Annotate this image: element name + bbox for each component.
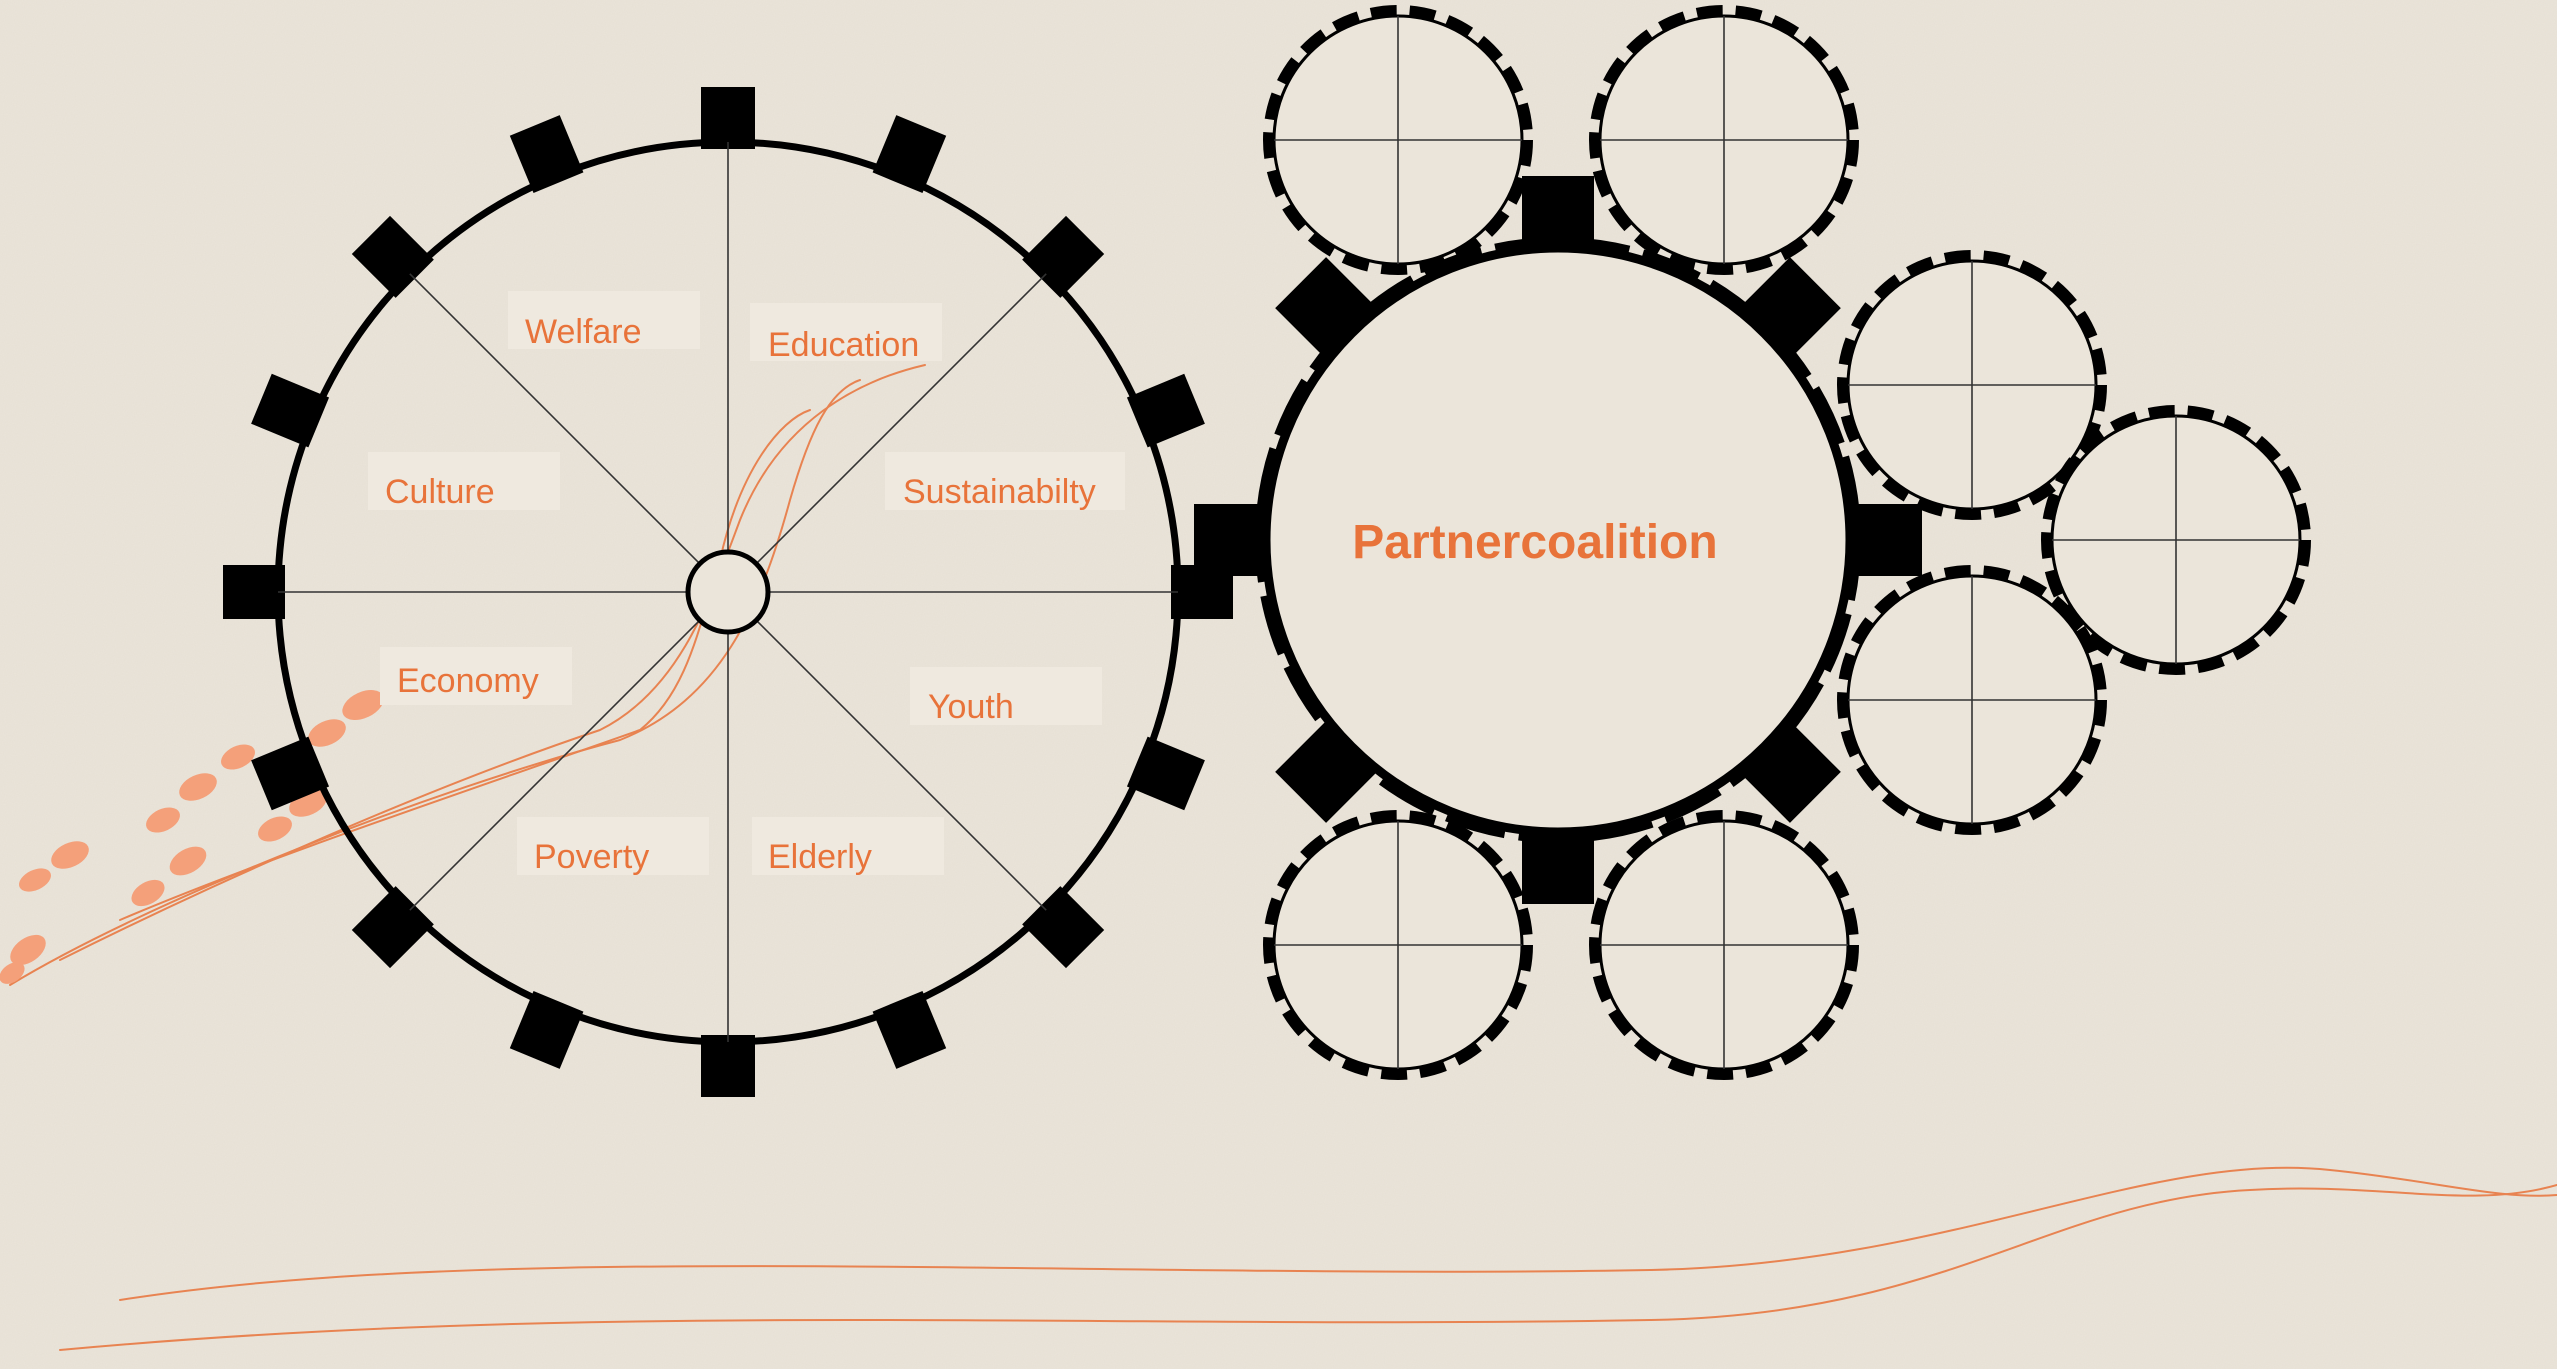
left-strand-2 [119, 409, 811, 921]
footprint-mark [179, 773, 217, 801]
sector-label-box [910, 667, 1102, 725]
left-gear-hub [685, 549, 771, 635]
sector-label-box [517, 817, 709, 875]
center-label: Partnercoalition [1352, 516, 1717, 569]
left-strand-1 [9, 379, 861, 986]
sector-label: Culture [385, 473, 495, 511]
bottom-wave-2 [59, 1184, 2557, 1351]
left-strand-3 [59, 364, 926, 961]
footprint-mark [0, 962, 25, 984]
gear-spoke [755, 619, 1047, 911]
satellite-gear-teeth [1589, 5, 1859, 275]
footprint-trail [0, 689, 384, 984]
gear-tooth [1171, 565, 1233, 619]
gear-spoke [409, 619, 701, 911]
right-gear-rim [1261, 243, 1855, 837]
footprint-mark [342, 689, 384, 721]
satellite-gear [1837, 565, 2107, 835]
footprint-mark [10, 934, 46, 966]
footprint-mark [221, 744, 255, 770]
sector-label-box [380, 647, 572, 705]
sector-label-group: Welfare Education Culture Sustainabilty … [368, 291, 1125, 876]
sector-label: Welfare [525, 313, 642, 351]
footprint-mark [131, 879, 165, 907]
satellite-gear [1837, 250, 2107, 520]
satellite-gear-teeth [1263, 5, 1533, 275]
satellite-gear [1263, 810, 1533, 1080]
satellite-gear [1589, 810, 1859, 1080]
sector-label: Youth [928, 688, 1014, 726]
satellite-gear [1589, 5, 1859, 275]
sector-label: Sustainabilty [903, 473, 1096, 511]
sector-label-box [508, 291, 700, 349]
sector-label: Economy [397, 662, 539, 700]
satellite-gear [1263, 5, 1533, 275]
satellite-gear-teeth [1263, 810, 1533, 1080]
sector-label-box [750, 303, 942, 361]
footprint-mark [19, 868, 51, 892]
sector-label: Elderly [768, 838, 872, 876]
left-gear-spokes [278, 142, 1178, 1042]
satellite-gear-teeth [2041, 405, 2311, 675]
bottom-wave-1 [119, 1166, 2557, 1301]
gear-spoke [409, 273, 701, 565]
satellite-gears [1263, 5, 2311, 1080]
gear-spoke [755, 273, 1047, 565]
satellite-gear-teeth [1837, 250, 2107, 520]
left-gear: Welfare Education Culture Sustainabilty … [223, 87, 1233, 1097]
footprint-mark [51, 841, 89, 869]
gear-tooth [223, 565, 285, 619]
footprint-mark [258, 816, 292, 842]
satellite-gear-teeth [1837, 565, 2107, 835]
sector-label-box [752, 817, 944, 875]
sector-label: Poverty [534, 838, 649, 876]
sector-label-box [368, 452, 560, 510]
footprint-mark [169, 846, 207, 876]
footprint-mark [146, 807, 180, 833]
satellite-gear-teeth [1589, 810, 1859, 1080]
right-gear: Partnercoalition [1194, 176, 1922, 904]
sector-label-box [885, 452, 1125, 510]
satellite-gear [2041, 405, 2311, 675]
footprint-mark [308, 719, 346, 747]
decorative-strokes [9, 364, 2557, 1351]
sector-label: Education [768, 326, 919, 364]
